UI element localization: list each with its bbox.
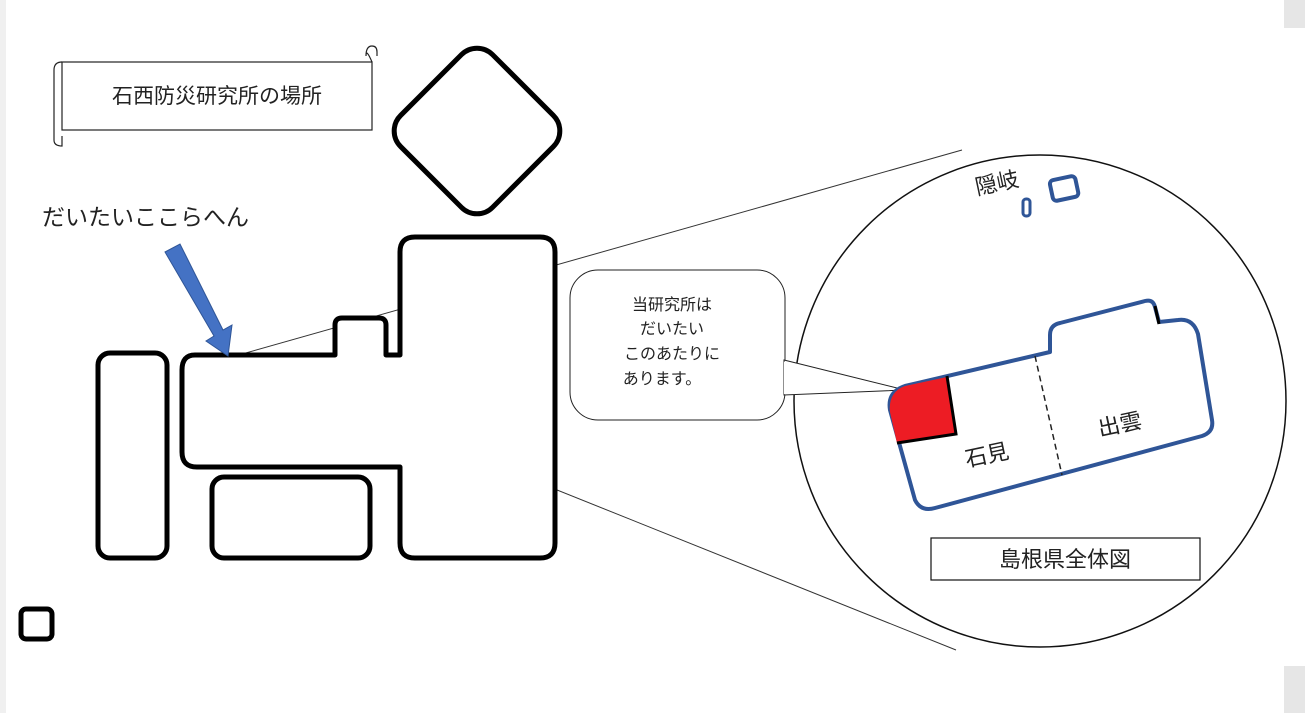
scrollbar-area-top	[1284, 0, 1305, 28]
callout-line: だいたい	[640, 319, 704, 338]
okinawa-shape	[18, 606, 55, 642]
research-site-highlight	[889, 377, 956, 443]
pointer-arrow-icon	[164, 243, 233, 357]
callout-line: あります。	[623, 369, 701, 388]
page-margin-left	[0, 0, 6, 713]
hokkaido-shape	[391, 45, 563, 217]
kyushu-shape	[95, 350, 170, 561]
japan-map	[18, 45, 563, 642]
map-caption-box	[930, 537, 1201, 581]
shimane-map: 石見 出雲	[887, 298, 1215, 511]
oki-island-large	[1047, 174, 1081, 203]
callout-line: 当研究所は	[632, 295, 712, 314]
oki-island-small	[1021, 197, 1032, 218]
title-scroll-banner: 石西防災研究所の場所	[53, 45, 378, 147]
shikoku-shape	[209, 474, 373, 561]
callout-bubble: 当研究所は だいたい このあたりに あります。	[569, 269, 906, 421]
scrollbar-area-bottom	[1284, 666, 1305, 713]
pointer-label: だいたいここらへん	[42, 205, 249, 231]
map-caption: 島根県全体図	[999, 548, 1131, 573]
callout-line: このあたりに	[624, 344, 720, 363]
honshu-shape	[179, 234, 558, 561]
region-divider	[1034, 355, 1063, 476]
title-text: 石西防災研究所の場所	[112, 84, 322, 108]
